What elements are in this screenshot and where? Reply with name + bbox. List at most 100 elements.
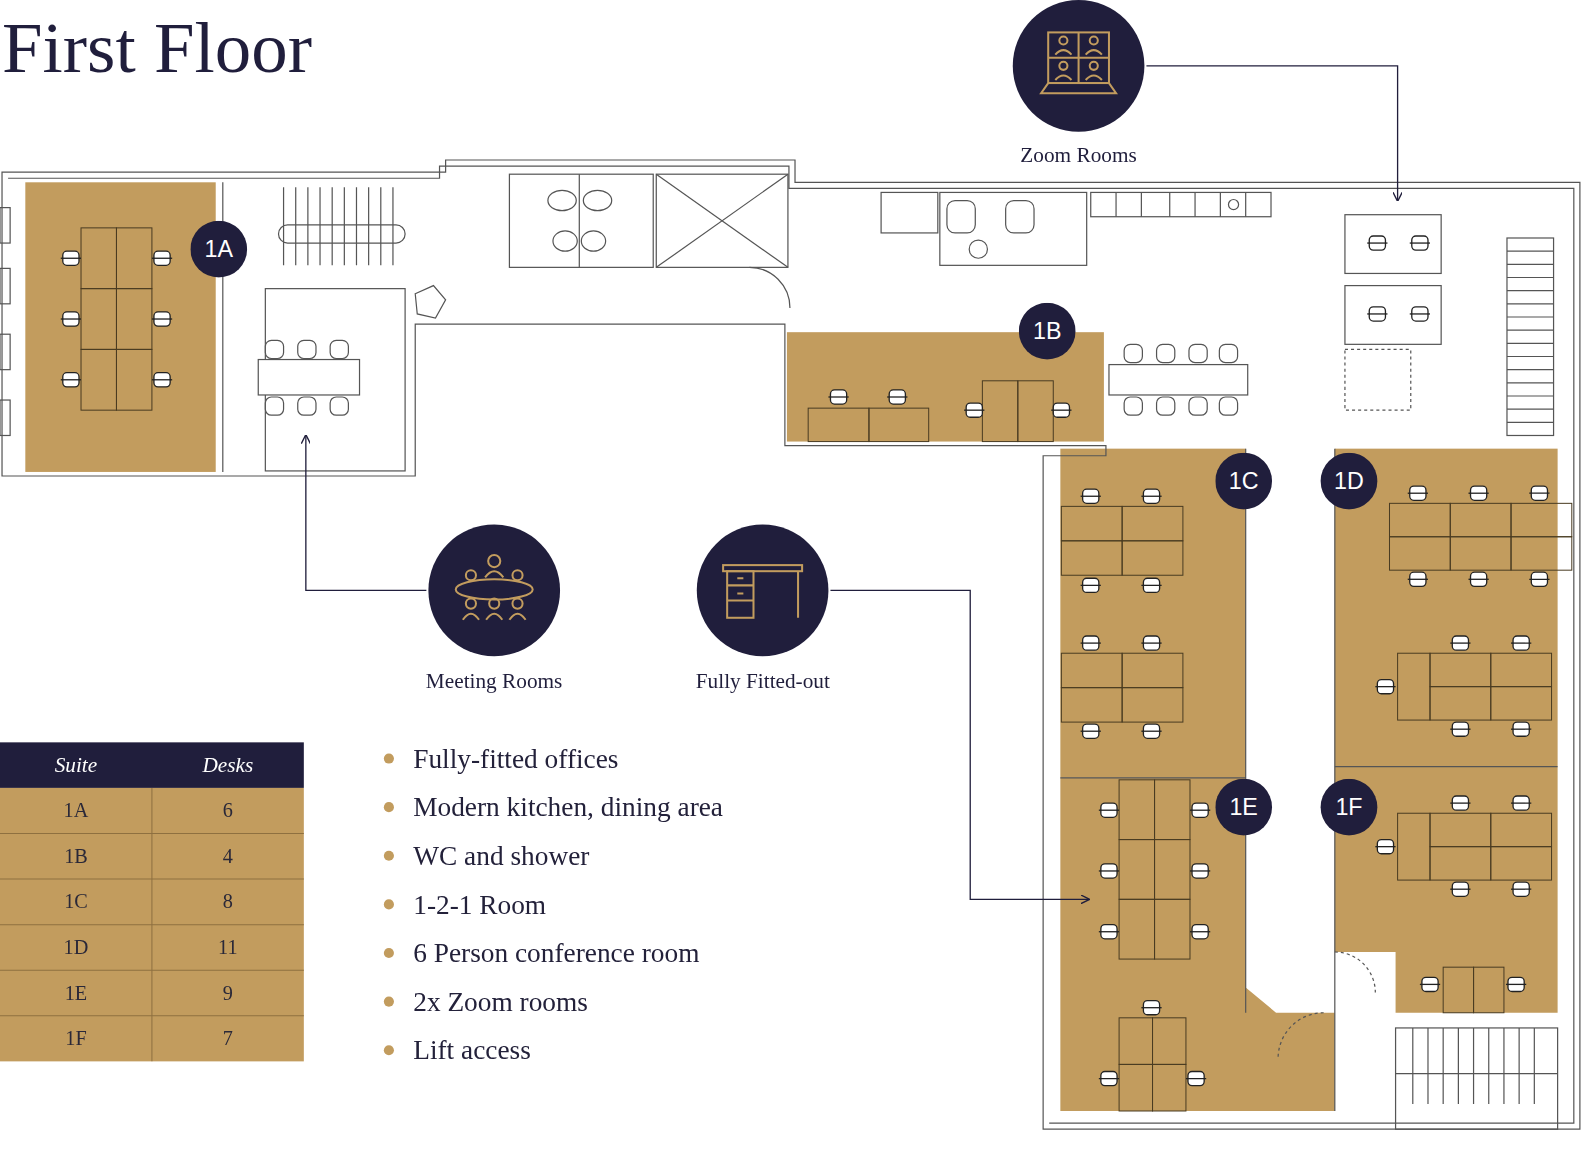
plan-shape [1055,50,1071,55]
plan-shape [940,192,1087,265]
plan-shape [969,240,987,258]
plan-shape [0,208,10,243]
plan-shape [1141,585,1161,586]
plan-shape [1122,541,1183,575]
plan-shape [1061,688,1122,722]
plan-shape [727,600,753,602]
plan-shape [830,590,1088,899]
plan-shape [1450,642,1470,643]
plan-shape [869,408,929,441]
page-title: First Floor [2,2,312,93]
plan-shape [81,289,116,350]
plan-shape [1430,847,1491,880]
plan-shape [1507,251,1554,422]
feature-bullet: Modern kitchen, dining area [413,789,980,825]
table-cell: 9 [152,970,304,1016]
plan-shape [0,742,304,788]
plan-shape [1018,381,1053,442]
plan-shape [1219,397,1237,415]
plan-shape [298,397,316,415]
plan-shape [298,340,316,358]
plan-shape [1491,653,1552,686]
table-cell: 1D [0,925,152,971]
feature-bullet: Fully-fitted offices [413,740,980,776]
plan-shape [1060,777,1245,778]
plan-shape [1335,952,1376,993]
plan-shape [1450,537,1511,570]
plan-shape [1081,731,1101,732]
plan-shape [1061,541,1122,575]
plan-shape [1060,449,1245,778]
suite-table [0,742,304,1061]
feature-icon-circle: Fully Fitted-out [697,525,829,657]
plan-shape [1119,1018,1152,1065]
plan-shape [656,174,788,267]
plan-shape [1041,83,1116,93]
feature-bullet: 1-2-1 Room [413,886,980,922]
plan-shape [1398,813,1430,880]
meeting-icon [449,545,540,636]
plan-shape [1278,1013,1324,1059]
plan-shape [152,318,172,319]
plan-shape [384,802,394,812]
plan-shape [265,397,283,415]
feature-icon-circle: Zoom Rooms [1013,0,1145,132]
feature-label: Meeting Rooms [426,667,562,693]
plan-shape [1189,344,1207,362]
plan-shape [1334,449,1335,1111]
plan-shape [1511,889,1531,890]
plan-shape [466,570,476,580]
plan-shape [279,225,406,243]
plan-shape [1367,313,1387,314]
table-header: Desks [152,742,304,788]
plan-shape [1155,780,1190,840]
plan-shape [384,899,394,909]
plan-shape [485,571,503,577]
plan-shape [1153,1064,1186,1111]
plan-shape [1511,537,1572,570]
plan-shape [466,599,476,609]
plan-shape [964,410,984,411]
plan-shape [384,851,394,861]
suite-marker: 1A [190,221,247,278]
plan-shape [1408,579,1428,580]
walls [0,160,1580,1129]
suite-number: 1C [1229,468,1259,494]
feature-icon-circle: Meeting Rooms [428,525,560,657]
plan-shape [1122,506,1183,540]
plan-shape [727,571,753,618]
plan-shape [1450,802,1470,803]
plan-shape [1430,687,1491,720]
plan-shape [1220,192,1221,216]
plan-shape [81,228,116,289]
plan-shape [553,231,577,251]
feature-bullet: WC and shower [413,838,980,874]
plan-shape [1468,579,1488,580]
plan-shape [61,379,81,380]
plan-shape [1335,766,1558,767]
plan-shape [1141,731,1161,732]
table-cell: 1E [0,970,152,1016]
plan-shape [749,267,790,308]
plan-shape [1420,984,1440,985]
plan-shape [330,340,348,358]
plan-shape [1511,503,1572,536]
plan-shape [1090,36,1098,44]
plan-shape [1389,537,1450,570]
plan-shape [61,318,81,319]
plan-shape [0,400,10,435]
desk-icon [717,545,808,636]
plan-shape [488,555,500,567]
plan-shape [1430,813,1491,846]
table-cell: 1A [0,788,152,834]
suite-number: 1B [1033,318,1061,344]
plan-shape [1491,813,1552,846]
plan-shape [1141,642,1161,643]
zoom-icon [1033,20,1124,111]
plan-shape [1048,57,1109,59]
suite-marker: 1D [1321,453,1378,510]
plan-shape [1186,1078,1206,1079]
plan-shape [656,174,788,267]
feature-label: Zoom Rooms [1020,142,1136,168]
plan-shape [0,788,304,1061]
